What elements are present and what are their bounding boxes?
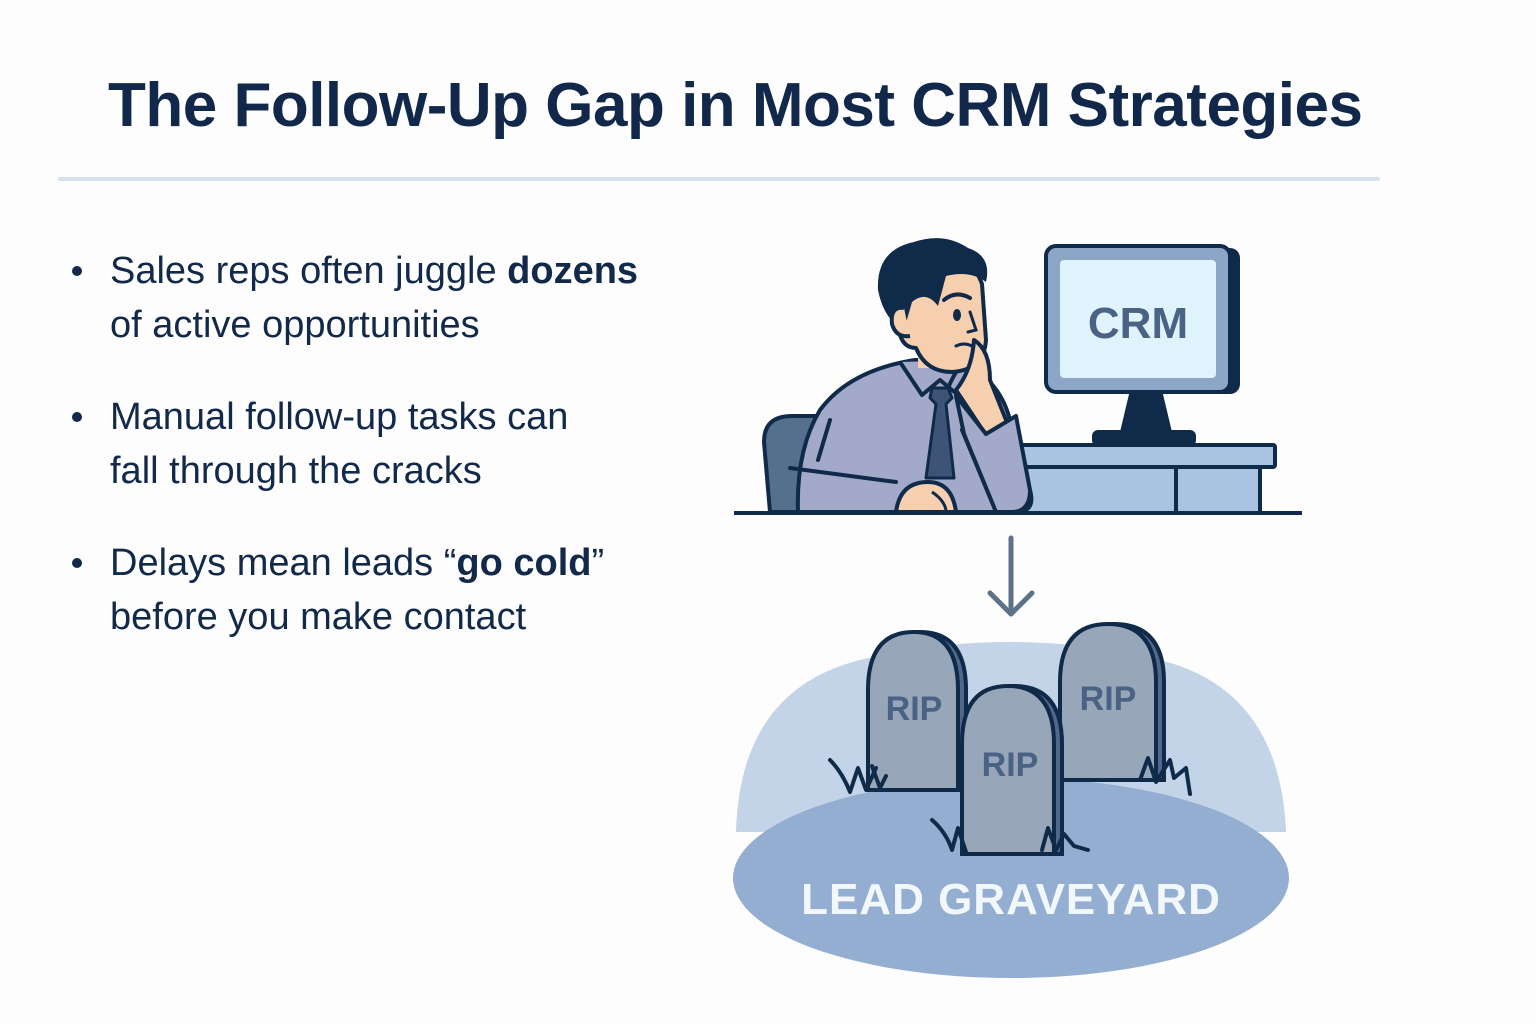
- bullet-item-manual-tasks: Manual follow-up tasks can fall through …: [70, 390, 710, 498]
- lead-graveyard: RIP RIP RIP LEAD G: [733, 621, 1289, 978]
- tombstone-icon: RIP: [866, 629, 968, 792]
- bullet-text: Sales reps often juggle: [110, 250, 508, 292]
- bullet-emphasis: dozens: [507, 250, 639, 292]
- bullet-text: ”: [591, 542, 605, 584]
- bullet-line-1: Sales reps often juggle dozens: [110, 244, 710, 298]
- bullet-item-go-cold: Delays mean leads “go cold” before you m…: [70, 536, 710, 644]
- bullet-line-2: fall through the cracks: [110, 450, 482, 492]
- tombstone-icon: RIP: [960, 683, 1064, 856]
- bullet-dot-icon: [72, 266, 82, 276]
- bullet-text: Manual follow-up tasks can: [110, 396, 569, 438]
- mound-front: [733, 778, 1289, 978]
- bullet-list: Sales reps often juggle dozens of active…: [70, 244, 710, 682]
- bullet-emphasis: go cold: [456, 542, 592, 584]
- bullet-item-dozens: Sales reps often juggle dozens of active…: [70, 244, 710, 352]
- tombstone-label: RIP: [886, 690, 943, 728]
- page-title: The Follow-Up Gap in Most CRM Strategies: [108, 71, 1363, 140]
- bullet-line-2: of active opportunities: [110, 304, 480, 346]
- illustration: CRM: [700, 220, 1320, 1000]
- monitor-label: CRM: [1088, 299, 1188, 348]
- tombstone-label: RIP: [1080, 680, 1137, 718]
- tombstone-icon: RIP: [1058, 621, 1166, 782]
- bullet-line-1: Manual follow-up tasks can: [110, 390, 710, 444]
- graveyard-label: LEAD GRAVEYARD: [801, 875, 1221, 924]
- bullet-line-2: before you make contact: [110, 596, 527, 638]
- office-scene: CRM: [734, 238, 1302, 515]
- computer-monitor-icon: CRM: [1044, 244, 1240, 446]
- title-divider: [58, 177, 1380, 181]
- bullet-line-1: Delays mean leads “go cold”: [110, 536, 710, 590]
- down-arrow-icon: [987, 535, 1035, 617]
- desk-icon: [1018, 443, 1277, 515]
- bullet-dot-icon: [72, 558, 82, 568]
- bullet-dot-icon: [72, 412, 82, 422]
- worried-salesperson-icon: [788, 238, 1034, 514]
- grass-icon: [828, 756, 1192, 854]
- tombstone-label: RIP: [982, 746, 1039, 784]
- bullet-text: Delays mean leads “: [110, 542, 457, 584]
